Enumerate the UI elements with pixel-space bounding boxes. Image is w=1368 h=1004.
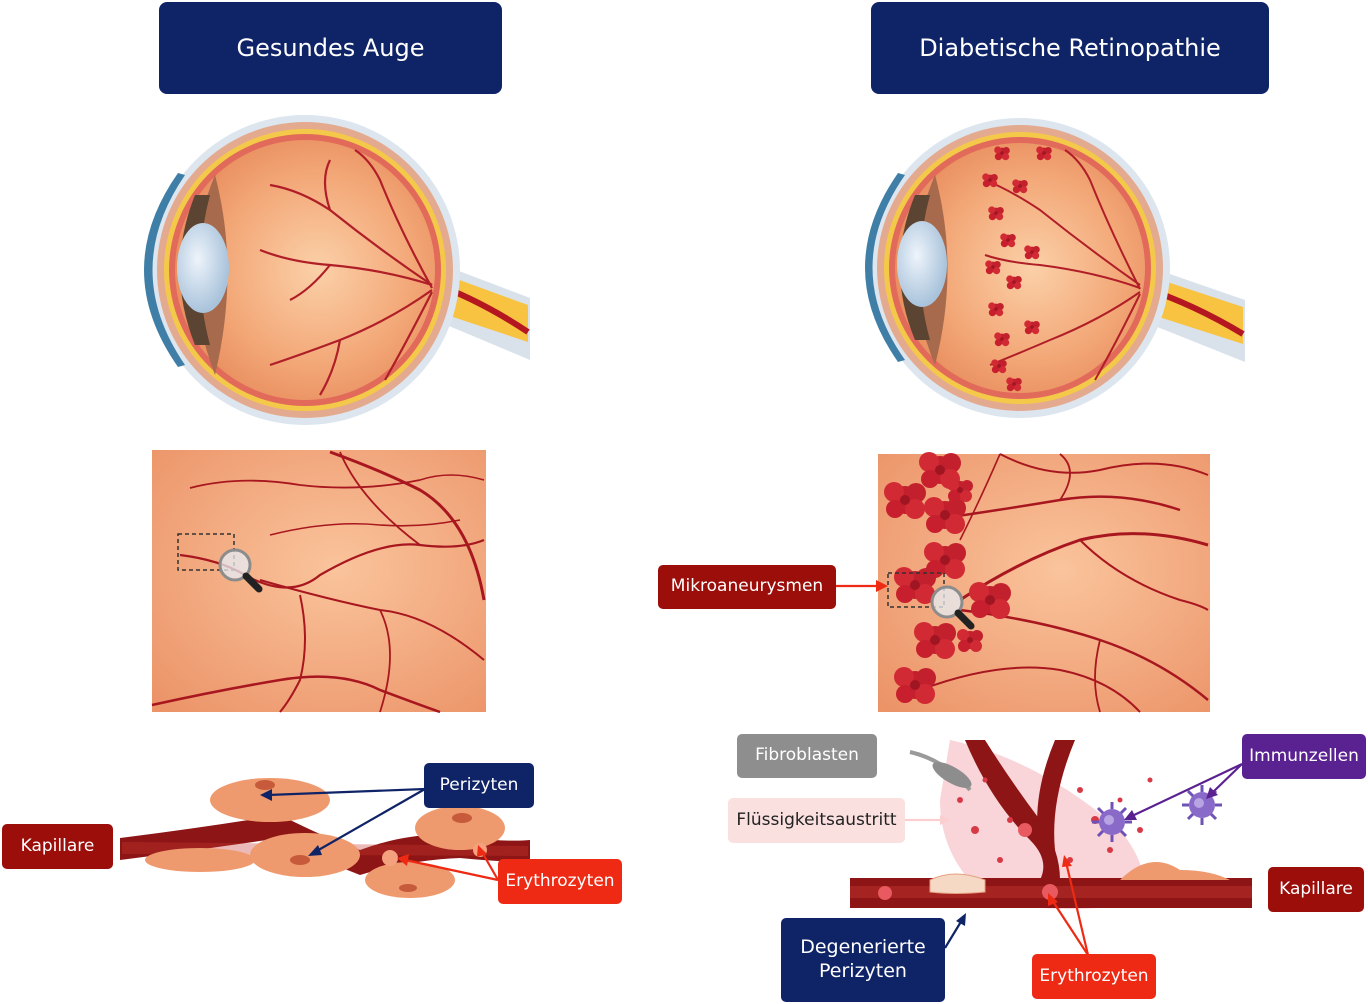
label-fluid-leak: Flüssigkeitsaustritt [728, 798, 905, 843]
annotation-arrows [260, 580, 1243, 956]
label-microaneurysms: Mikroaneurysmen [658, 565, 836, 609]
label-immune-cells: Immunzellen [1242, 734, 1366, 779]
label-left-pericytes: Perizyten [424, 763, 534, 808]
label-right-capillary: Kapillare [1268, 867, 1364, 912]
label-degenerated-pericytes-line1: Degenerierte [800, 936, 926, 959]
diabetic-retina-closeup [878, 452, 1210, 713]
label-right-erythrocytes: Erythrozyten [1032, 954, 1156, 999]
label-degenerated-pericytes-line2: Perizyten [819, 960, 907, 982]
label-left-capillary: Kapillare [2, 824, 113, 869]
label-left-erythrocytes: Erythrozyten [498, 859, 622, 904]
label-fibroblasts: Fibroblasten [737, 734, 877, 778]
diabetic-eye-illustration [865, 118, 1245, 418]
header-diabetic-retinopathy: Diabetische Retinopathie [871, 2, 1269, 94]
healthy-eye-illustration [144, 115, 530, 425]
header-healthy-eye: Gesundes Auge [159, 2, 502, 94]
label-degenerated-pericytes: Degenerierte Perizyten [781, 918, 945, 1002]
diabetic-capillary-illustration [850, 740, 1252, 909]
healthy-retina-closeup [151, 450, 486, 714]
